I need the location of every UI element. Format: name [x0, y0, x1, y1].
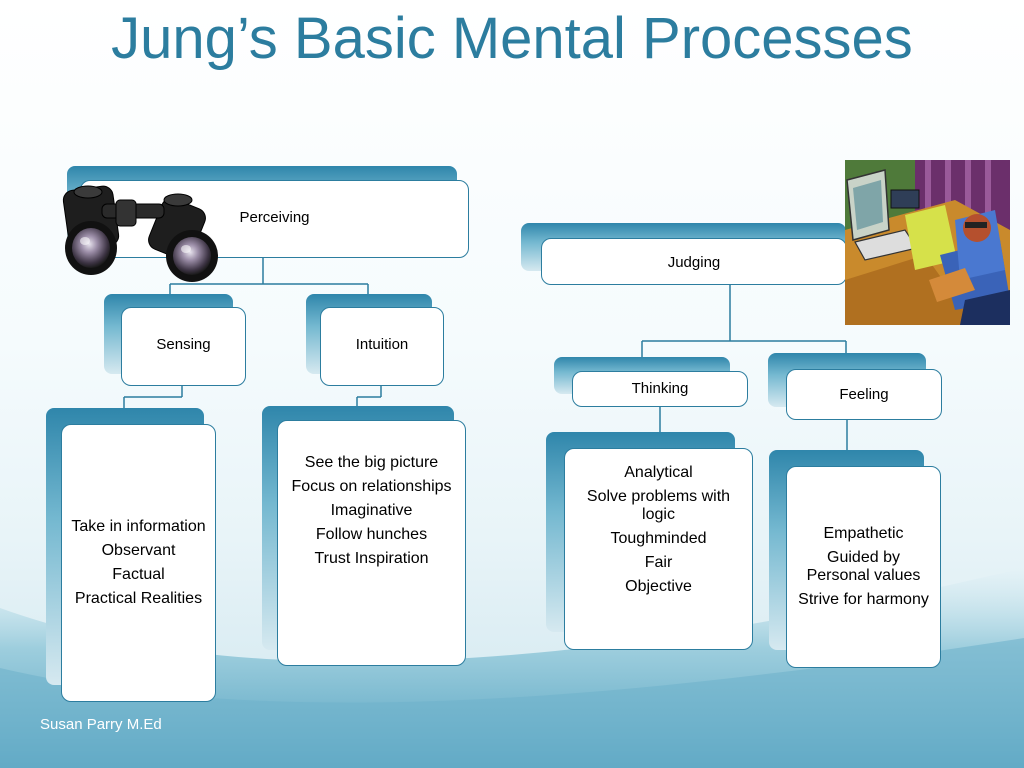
sensing-trait: Observant	[101, 542, 176, 559]
sensing-trait: Factual	[112, 566, 165, 583]
sensing-traits-box: Take in information Observant Factual Pr…	[61, 424, 216, 702]
binoculars-icon	[62, 185, 218, 282]
thinking-trait: Objective	[625, 578, 692, 595]
thinking-trait: Fair	[644, 554, 673, 571]
feeling-box: Feeling	[786, 369, 942, 420]
intuition-label: Intuition	[355, 335, 409, 353]
man-at-computer-icon	[845, 160, 1010, 325]
thinking-trait: Analytical	[624, 464, 693, 481]
page-title: Jung’s Basic Mental Processes	[111, 6, 913, 71]
intuition-trait: Follow hunches	[315, 526, 428, 543]
thinking-trait: Solve problems with logic	[586, 488, 731, 523]
sensing-box: Sensing	[121, 307, 246, 386]
feeling-traits-box: Empathetic Guided by Personal values Str…	[786, 466, 941, 668]
intuition-trait: Trust Inspiration	[314, 550, 429, 567]
footer-credit: Susan Parry M.Ed	[40, 716, 162, 733]
thinking-traits-box: Analytical Solve problems with logic Tou…	[564, 448, 753, 650]
feeling-trait: Empathetic	[823, 525, 904, 542]
judging-box: Judging	[541, 238, 847, 285]
intuition-trait: Focus on relationships	[291, 478, 452, 495]
intuition-box: Intuition	[320, 307, 444, 386]
intuition-trait: See the big picture	[304, 454, 439, 471]
feeling-trait: Guided by Personal values	[806, 549, 921, 584]
feeling-trait: Strive for harmony	[798, 591, 929, 608]
perceiving-label: Perceiving	[239, 209, 310, 226]
thinking-label: Thinking	[631, 380, 689, 397]
sensing-label: Sensing	[156, 335, 211, 353]
background-wave	[0, 568, 1024, 768]
sensing-trait: Practical Realities	[74, 590, 203, 607]
judging-label: Judging	[667, 254, 721, 271]
thinking-trait: Toughminded	[610, 530, 707, 547]
feeling-label: Feeling	[839, 385, 889, 403]
intuition-trait: Imaginative	[330, 502, 413, 519]
thinking-box: Thinking	[572, 371, 748, 407]
sensing-trait: Take in information	[71, 518, 206, 535]
intuition-traits-box: See the big picture Focus on relationshi…	[277, 420, 466, 666]
